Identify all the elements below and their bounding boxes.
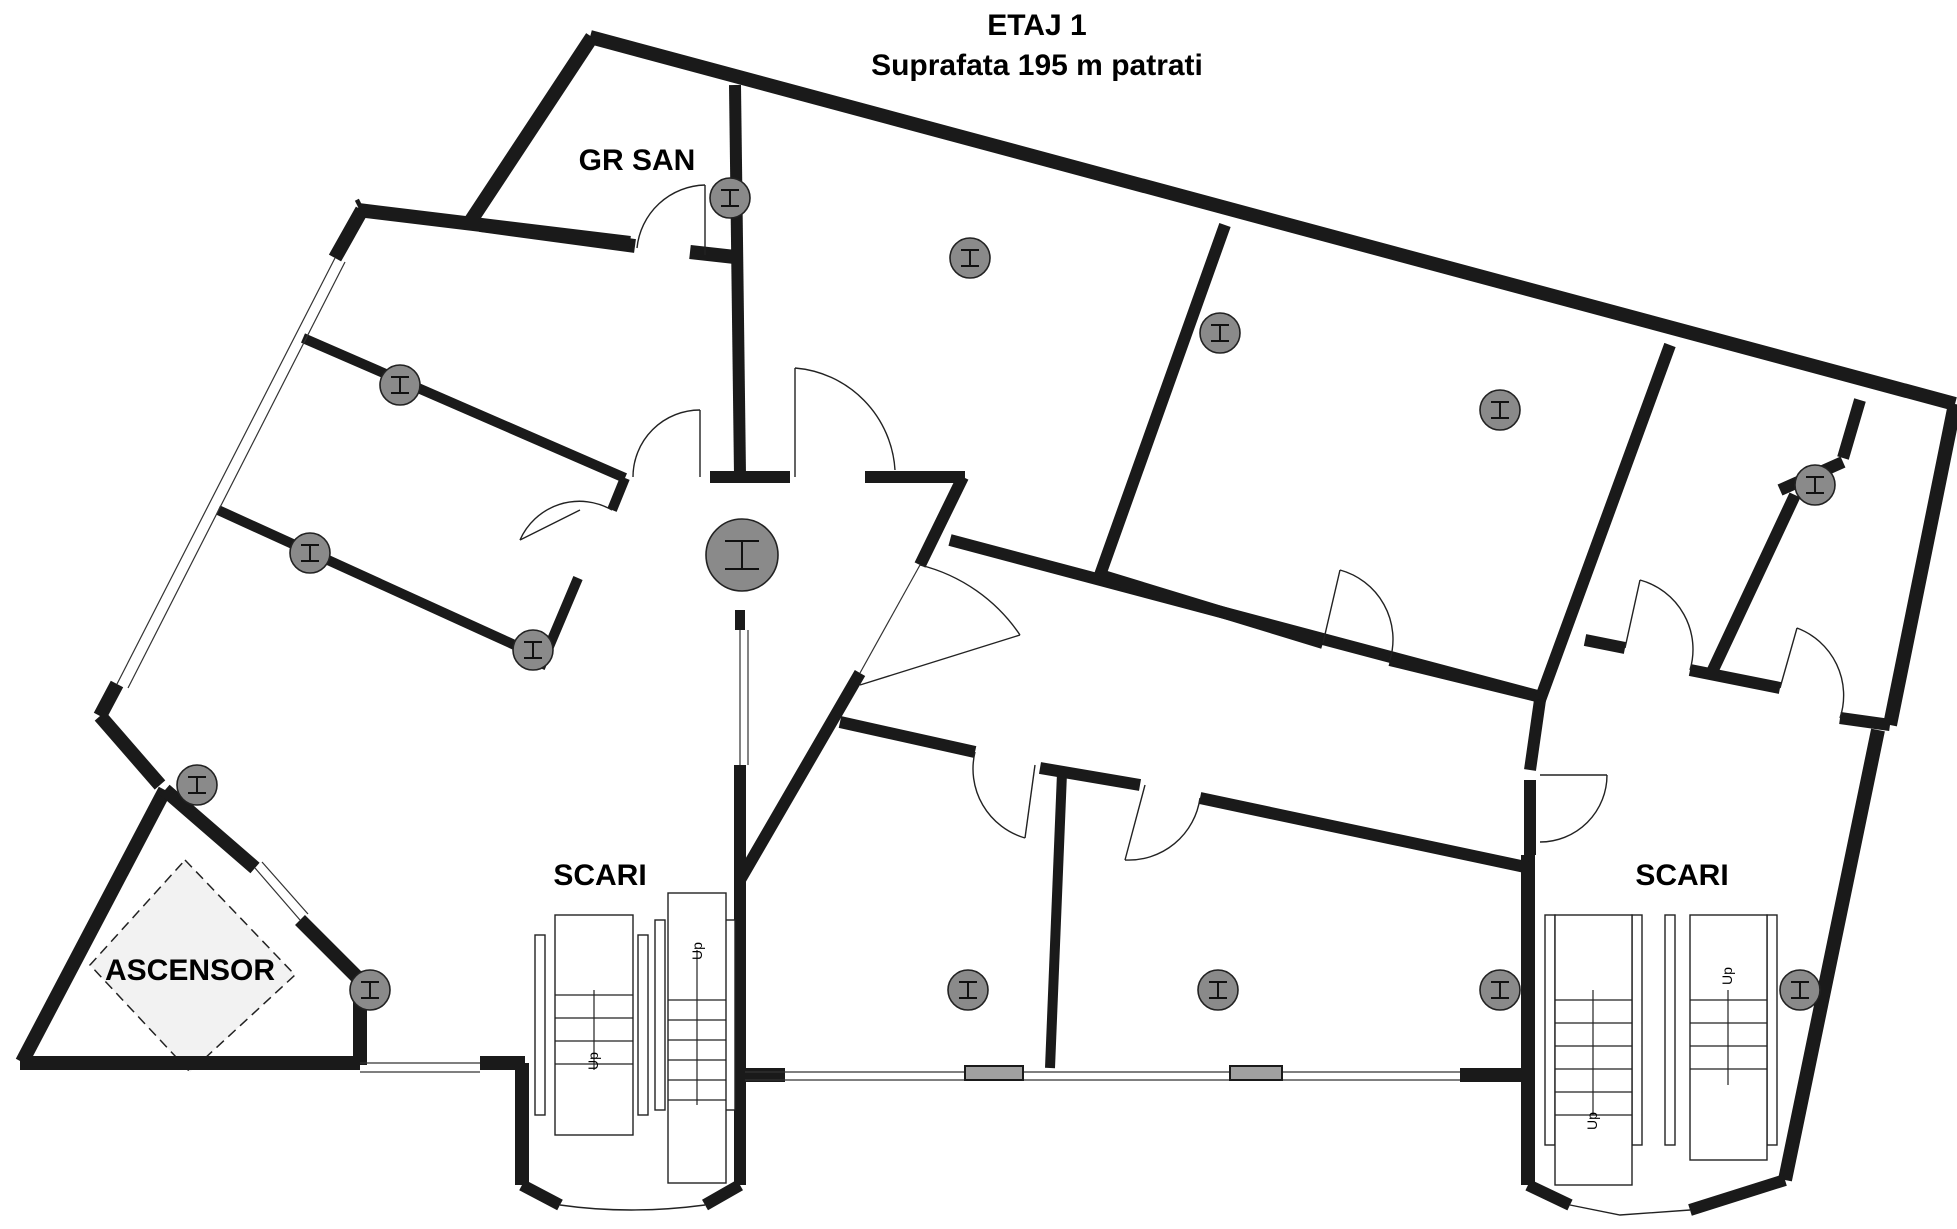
stairs-right: Up Up SCARI (1525, 859, 1787, 1216)
steel-column-icon (1779, 969, 1821, 1011)
door-swing-icon (632, 409, 701, 478)
elevator-shaft: ASCENSOR (20, 780, 297, 1074)
steel-column-icon (1479, 389, 1521, 431)
plan-title: ETAJ 1 (987, 9, 1086, 42)
door-swing-icon (519, 500, 613, 541)
room-label-scari-left: SCARI (553, 859, 646, 892)
steel-column-icon (1479, 969, 1521, 1011)
door-swing-icon (1624, 579, 1694, 671)
steel-column-icon (947, 969, 989, 1011)
door-swing-icon (636, 184, 706, 255)
stairs-left: Up Up SCARI (519, 859, 743, 1211)
door-swing-icon (1539, 774, 1608, 843)
door-swing-icon (1322, 569, 1394, 661)
room-label-scari-right: SCARI (1635, 859, 1728, 892)
steel-column-icon (379, 364, 421, 406)
steel-column-icon (1794, 464, 1836, 506)
plan-subtitle: Suprafata 195 m patrati (871, 49, 1203, 82)
columns (176, 177, 1836, 1011)
steel-column-icon (1197, 969, 1239, 1011)
steel-column-icon (349, 969, 391, 1011)
steel-column-icon (949, 237, 991, 279)
door-swing-icon (859, 564, 1021, 686)
stair-up-label: Up (689, 942, 705, 960)
steel-column-icon (289, 532, 331, 574)
steel-column-icon (176, 764, 218, 806)
steel-column-icon (1199, 312, 1241, 354)
door-swing-icon (1124, 784, 1201, 861)
door-swing-icon (794, 367, 896, 477)
room-label-gr-san: GR SAN (579, 144, 696, 177)
doors (519, 184, 1845, 861)
room-label-ascensor: ASCENSOR (105, 954, 275, 987)
interior-walls (215, 84, 1891, 1185)
steel-column-icon (512, 629, 554, 671)
outer-walls (15, 30, 1957, 1185)
windows (116, 257, 1460, 1081)
stair-up-label: Up (1584, 1112, 1600, 1130)
stair-up-label: Up (585, 1052, 601, 1070)
stair-up-label: Up (1719, 967, 1735, 985)
door-swing-icon (972, 751, 1036, 839)
steel-column-icon (705, 518, 779, 592)
steel-column-icon (709, 177, 751, 219)
door-swing-icon (1779, 627, 1845, 719)
